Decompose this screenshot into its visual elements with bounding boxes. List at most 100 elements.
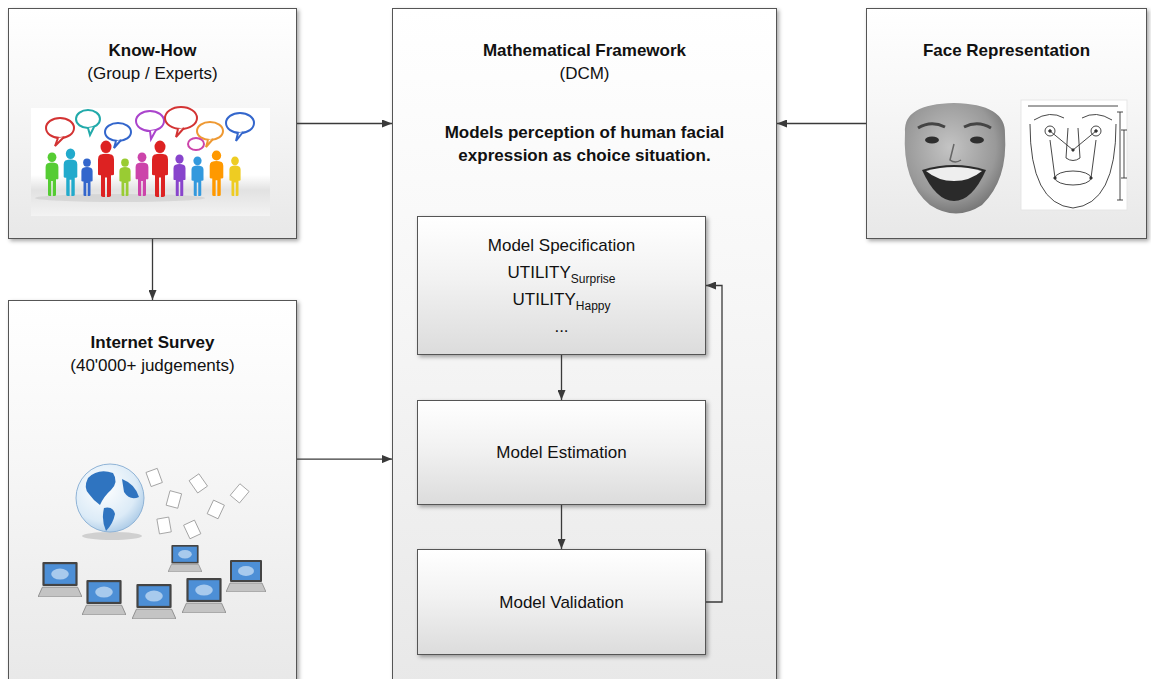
- box-title: Internet Survey: [91, 333, 215, 352]
- face-photo: [950, 144, 961, 162]
- face-photo: [925, 137, 939, 144]
- face-landmark-sketch: [1072, 149, 1074, 151]
- person-figure: [136, 152, 149, 196]
- text-line: Models perception of human facial expres…: [412, 85, 757, 167]
- paper-sheet: [230, 484, 249, 503]
- face-landmark-sketch: [1066, 128, 1080, 161]
- face-photo: [964, 124, 991, 128]
- laptop-icon: [38, 545, 266, 619]
- source-box: Face Representation: [866, 8, 1147, 239]
- laptop-icon: [182, 578, 226, 613]
- box-title: Know-How: [109, 41, 197, 60]
- text-line: ...: [554, 313, 568, 340]
- subscript-text: Happy: [576, 299, 611, 313]
- arrow-connector: [152, 239, 153, 300]
- globe-laptops-illustration: [86, 471, 116, 505]
- box-text: Model Validation: [499, 593, 623, 612]
- box-text: (Group / Experts): [87, 64, 217, 83]
- arrow-connector: [561, 355, 562, 400]
- paper-sheet: [184, 520, 201, 539]
- text-line: (40'000+ judgements): [70, 354, 234, 377]
- face-landmark-sketch: [1054, 177, 1056, 179]
- arrow-connector: [297, 458, 392, 459]
- laptop-icon: [82, 580, 126, 615]
- speech-bubble: [46, 118, 74, 138]
- face-landmark-sketch: [1030, 124, 1116, 208]
- person-figure: [46, 152, 59, 196]
- speech-bubble: [114, 140, 121, 148]
- face-landmark-sketch: [1082, 114, 1112, 120]
- box-text: (DCM): [559, 64, 609, 83]
- speech-bubble: [165, 107, 197, 129]
- box-text: (40'000+ judgements): [70, 356, 234, 375]
- person-figure: [174, 154, 186, 196]
- text-line: UTILITYHappy: [513, 286, 611, 313]
- arrow-connector: [706, 286, 722, 603]
- person-figure: [152, 141, 168, 197]
- speech-bubble: [176, 128, 184, 137]
- box-text: Model Specification: [488, 236, 635, 255]
- text-line: UTILITYSurprise: [508, 259, 616, 286]
- face-landmark-sketch: [1117, 112, 1127, 200]
- face-landmark-sketch: [1050, 131, 1096, 178]
- box-title: Face Representation: [923, 41, 1090, 60]
- face-landmark-sketch: [1091, 126, 1101, 136]
- text-line: (DCM): [559, 62, 609, 85]
- framework-box: Mathematical Framework (DCM) Models percep…: [392, 8, 777, 679]
- face-landmark-sketch: [1028, 106, 1118, 107]
- process-box: Model SpecificationUTILITYSurpriseUTILIT…: [417, 216, 706, 355]
- person-figure: [35, 194, 205, 202]
- process-box: Model Estimation: [417, 400, 706, 505]
- laptop-icon: [168, 545, 202, 572]
- person-figure: [119, 158, 130, 196]
- text-line: Know-How: [109, 39, 197, 62]
- globe-laptops-illustration: [38, 464, 266, 619]
- globe-laptops-illustration: [122, 479, 139, 498]
- paper-sheet: [157, 517, 171, 534]
- text-line: Mathematical Framework: [483, 39, 686, 62]
- person-figure: [98, 141, 114, 197]
- paper-sheet: [146, 468, 162, 486]
- laptop-icon: [226, 560, 266, 592]
- speech-bubble: [136, 111, 164, 131]
- text-line: Internet Survey: [91, 331, 215, 354]
- face-landmark-sketch: [1034, 114, 1064, 120]
- person-figure: [229, 156, 240, 196]
- person-figure: [35, 141, 241, 202]
- face-photo: [905, 103, 1006, 214]
- face-landmark-sketch: [1095, 130, 1098, 133]
- speech-bubble: [150, 130, 156, 139]
- box-text: Model Estimation: [496, 443, 626, 462]
- face-landmark-sketch: [1021, 100, 1127, 210]
- face-landmark-sketch: [1021, 100, 1127, 210]
- speech-bubble: [236, 132, 243, 141]
- arrow-connector: [561, 505, 562, 549]
- speech-bubble: [206, 139, 213, 147]
- arrow-connector: [777, 123, 866, 124]
- face-landmark-sketch: [1090, 177, 1092, 179]
- paper-sheet: [189, 474, 207, 493]
- laptop-icon: [38, 562, 82, 597]
- person-figure: [81, 158, 92, 196]
- face-landmark-sketch: [1049, 130, 1052, 133]
- globe-laptops-illustration: [82, 532, 142, 540]
- speech-bubble: [197, 122, 223, 140]
- face-landmark-sketch: [1045, 126, 1055, 136]
- paper-sheet: [207, 500, 224, 519]
- person-figure: [192, 156, 204, 196]
- text-line: Face Representation: [923, 39, 1090, 62]
- source-box: Internet Survey (40'000+ judgements): [8, 300, 297, 679]
- speech-bubble: [226, 113, 254, 133]
- box-text: ...: [554, 317, 568, 336]
- person-figure: [64, 148, 78, 196]
- speech-bubble: [188, 138, 204, 150]
- face-landmark-sketch: [1055, 171, 1091, 185]
- paper-sheet: [146, 468, 249, 538]
- face-photo: [970, 137, 984, 144]
- speech-bubble: [55, 137, 64, 146]
- speech-bubble: [76, 110, 100, 128]
- arrow-connector: [297, 123, 392, 124]
- process-box: Model Validation: [417, 549, 706, 655]
- people-illustration: [31, 107, 270, 216]
